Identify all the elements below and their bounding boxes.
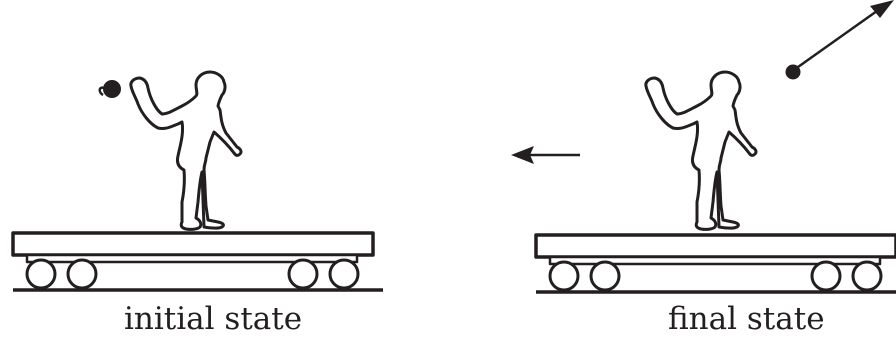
cart-final bbox=[534, 233, 896, 294]
caption-final-state: final state bbox=[668, 301, 825, 337]
final-state-group bbox=[511, 0, 896, 294]
initial-state-group bbox=[11, 70, 385, 292]
caption-initial-state: initial state bbox=[124, 301, 303, 337]
recoil-arrow bbox=[511, 146, 580, 164]
person-final bbox=[644, 70, 758, 231]
cart-initial bbox=[11, 231, 385, 292]
ball-in-hand bbox=[98, 80, 121, 98]
person-initial bbox=[129, 70, 243, 231]
ball-flying bbox=[785, 0, 894, 80]
